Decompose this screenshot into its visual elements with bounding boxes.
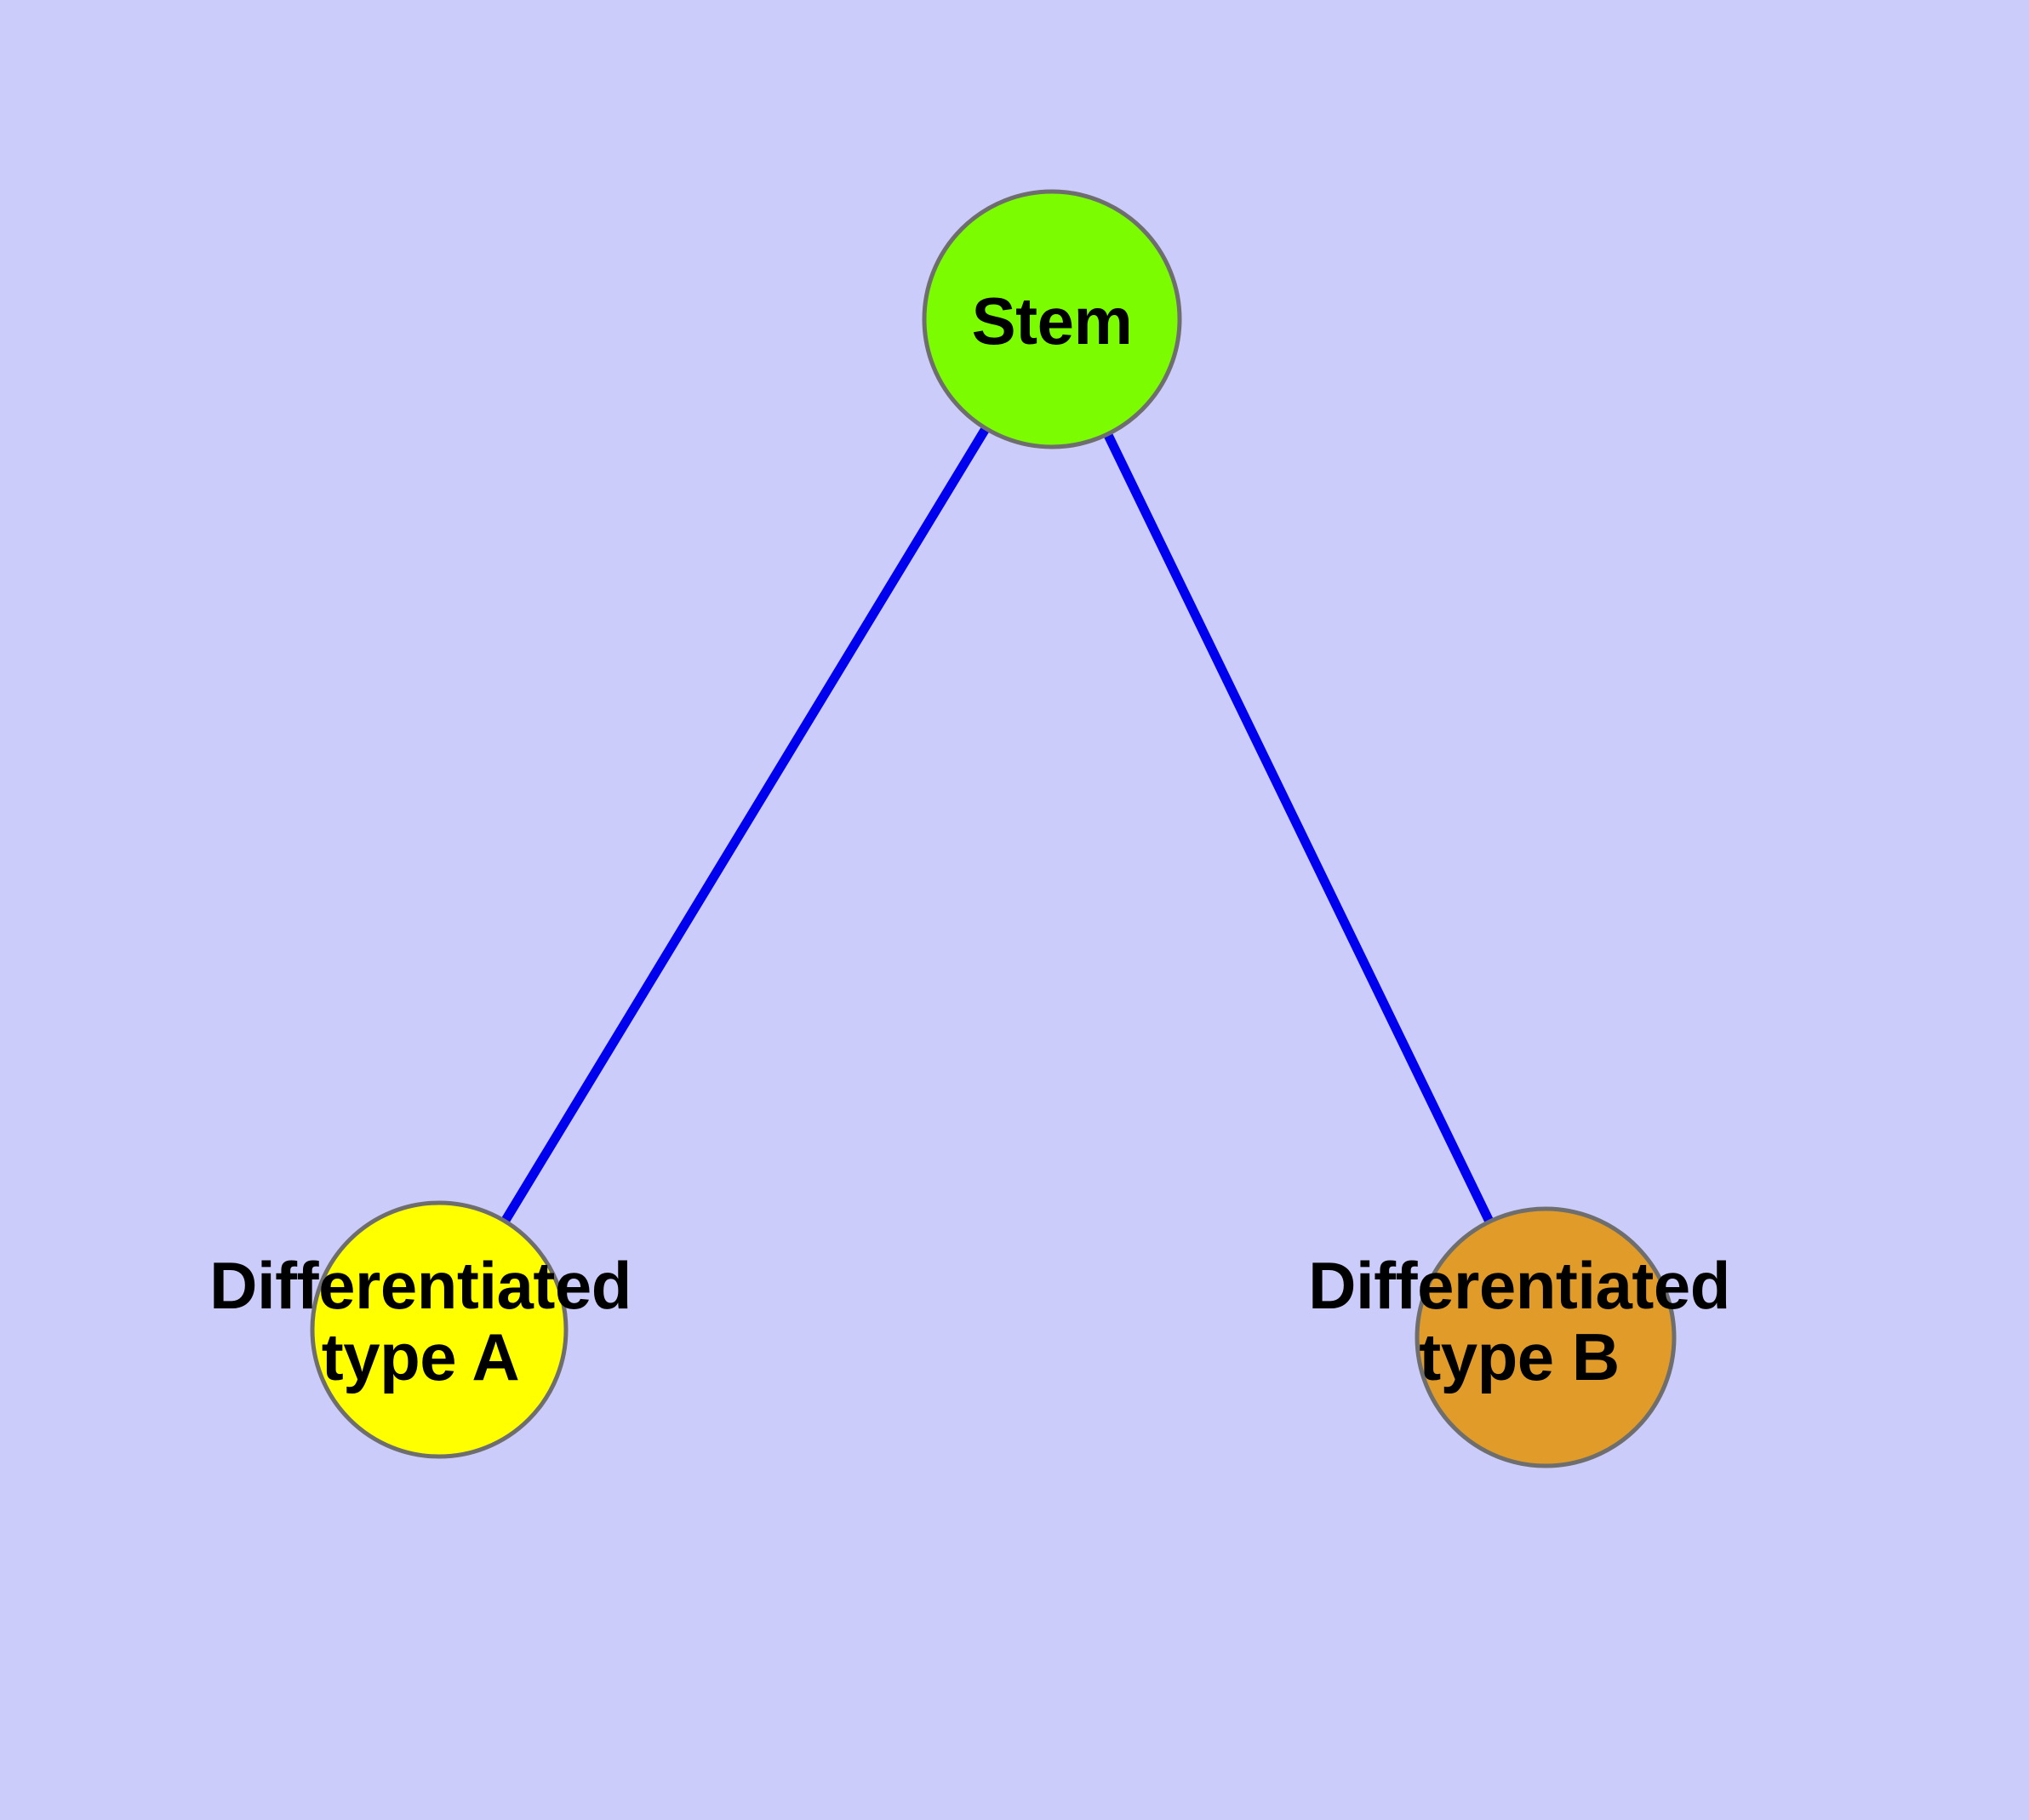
node-layer [310, 189, 1677, 1468]
graph-node-diff-b[interactable] [1415, 1206, 1677, 1468]
graph-node-diff-a[interactable] [310, 1200, 569, 1459]
graph-edge[interactable] [1102, 430, 1495, 1226]
edge-layer [500, 424, 1495, 1226]
graph-node-stem[interactable] [922, 189, 1182, 449]
graph-edge[interactable] [500, 424, 991, 1226]
